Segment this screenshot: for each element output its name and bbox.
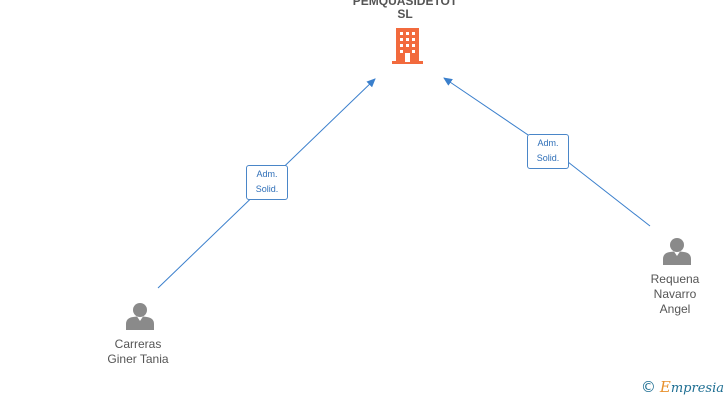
company-name-line1: PEMQUASIDETOT <box>352 0 458 8</box>
relation-line1: Adm. <box>537 138 559 148</box>
building-icon[interactable] <box>392 28 423 64</box>
relation-line2: Solid. <box>255 184 279 194</box>
brand-rest: mpresia <box>670 381 724 396</box>
person-label-requena[interactable]: Requena Navarro Angel <box>630 272 720 317</box>
person-icon[interactable] <box>126 303 154 330</box>
person-name-line1: Carreras <box>114 337 162 351</box>
brand-logo: Empresia <box>660 378 724 396</box>
relation-label-carreras: Adm. Solid. <box>246 165 288 200</box>
person-label-carreras[interactable]: Carreras Giner Tania <box>88 337 188 367</box>
empresia-watermark: © Empresia <box>641 378 724 396</box>
relation-line2: Solid. <box>536 153 560 163</box>
person-name-line2: Navarro <box>653 287 697 301</box>
person-icon[interactable] <box>663 238 691 265</box>
person-name-line1: Requena <box>650 272 700 286</box>
company-name-label[interactable]: PEMQUASIDETOT SL <box>330 0 480 21</box>
person-name-line3: Angel <box>659 302 691 316</box>
brand-initial: E <box>659 378 671 396</box>
relation-line1: Adm. <box>256 169 278 179</box>
company-name-line2: SL <box>397 7 413 21</box>
relation-label-requena: Adm. Solid. <box>527 134 569 169</box>
copyright-icon: © <box>640 377 656 396</box>
person-name-line2: Giner Tania <box>107 352 169 366</box>
